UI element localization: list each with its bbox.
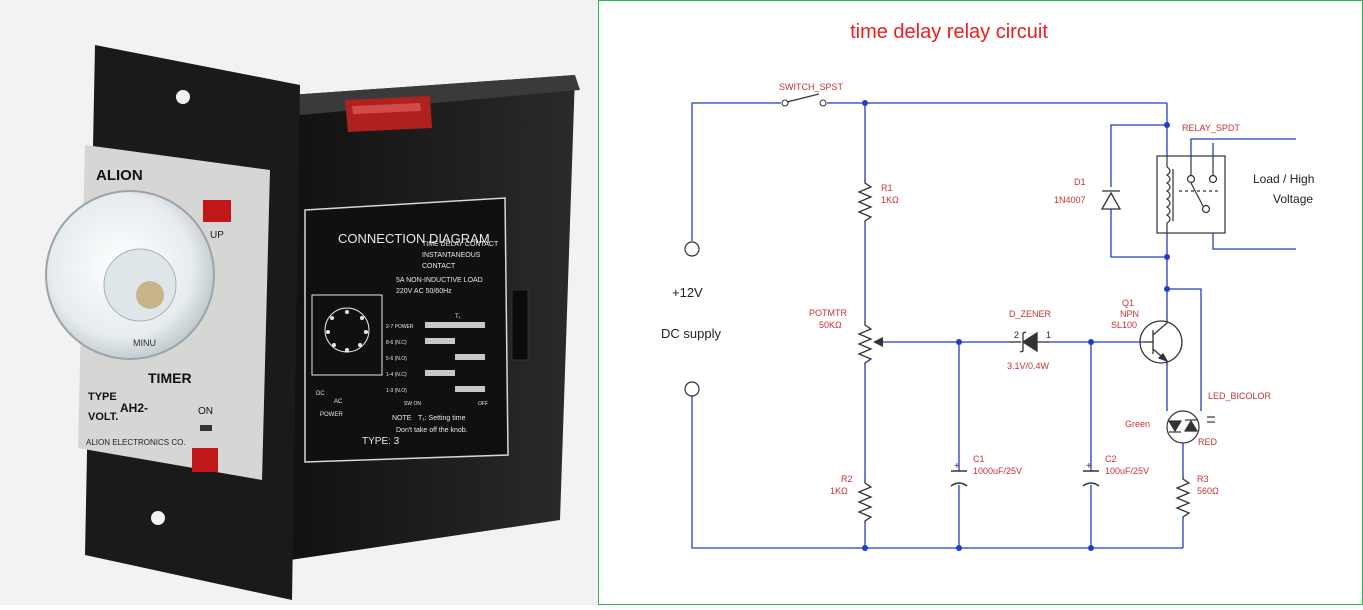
on-label: ON [198,406,213,417]
c2-name: C2 [1105,454,1117,464]
timing-row-label: 1-4 (N.C) [386,372,407,378]
circuit-diagram-panel: time delay relay circuit [598,0,1363,605]
r1-value: 1KΩ [881,195,899,205]
zener-pin-1: 1 [1046,330,1051,340]
zener-name: D_ZENER [1009,309,1052,319]
svg-text:+: + [954,461,960,472]
wires [691,102,1296,549]
brand-label: ALION [96,167,143,184]
legend-instant-2: CONTACT [422,263,456,270]
diode-d1 [1100,190,1122,210]
pot-wiper-arrow [873,337,883,347]
junction-dots [862,100,1170,551]
relay-label: RELAY_SPDT [1182,123,1240,133]
diagram-title: time delay relay circuit [850,21,1048,43]
switch-spst [781,93,827,107]
timing-row-label: 5-6 (N.O) [386,356,407,362]
load-label-line-2: Voltage [1273,192,1313,206]
power-label: POWER [320,412,343,418]
q1-part: SL100 [1111,320,1137,330]
potentiometer [857,321,873,365]
q1-type: NPN [1120,309,1139,319]
ac-label: AC [334,399,343,405]
rating-line-2: 220V AC 50/60Hz [396,288,452,295]
connection-diagram-title: CONNECTION DIAGRAM [338,231,490,246]
c1-name: C1 [973,454,985,464]
up-indicator [203,200,231,222]
type-code-label: TYPE: 3 [362,436,400,447]
zener-pin-2: 2 [1014,330,1019,340]
q1-name: Q1 [1122,298,1134,308]
timing-row-label: 2-7 POWER [386,324,414,330]
pot-name: POTMTR [809,308,847,318]
supply-positive-terminal [684,241,700,257]
dial-scale-label: MINU [133,338,156,348]
pot-value: 50KΩ [819,320,842,330]
volt-label: VOLT. [88,411,118,423]
sw-on-label: SW ON [404,401,421,407]
resistor-r1 [857,179,873,223]
svg-text:+: + [1086,461,1092,472]
timing-row-label: 8-6 (N.C) [386,340,407,346]
transistor-q1 [1139,319,1183,365]
load-label-line-1: Load / High [1253,172,1314,186]
lower-indicator [192,448,218,472]
timer-relay-photo: ALION UP MINU TIMER TYPE AH2- VOLT. ON A… [0,0,598,605]
timer-relay-illustration: ALION UP MINU TIMER TYPE AH2- VOLT. ON A… [45,45,580,600]
c2-value: 100uF/25V [1105,466,1149,476]
type-value: AH2- [120,401,148,415]
r1-name: R1 [881,183,893,193]
socket-drawing [311,294,383,376]
zener-value: 3.1V/0.4W [1007,361,1050,371]
led-green-label: Green [1125,419,1150,429]
timing-row-label: 1-3 (N.O) [386,388,407,394]
r3-value: 560Ω [1197,486,1219,496]
led-bicolor [1166,410,1215,444]
note-line-1: T₁: Setting time [418,415,466,422]
legend-instant-1: INSTANTANEOUS [422,252,481,259]
zener-diode [1009,331,1049,353]
legend-time-delay: TIME DELAY CONTACT [422,241,499,248]
r2-value: 1KΩ [830,486,848,496]
switch-label: SWITCH_SPST [779,82,844,92]
timing-chart [425,322,485,392]
supply-voltage-label: +12V [672,285,703,300]
led-label: LED_BICOLOR [1208,391,1272,401]
d1-part: 1N4007 [1054,195,1086,205]
type-label: TYPE [88,391,117,403]
supply-negative-terminal [684,381,700,397]
relay-spdt [1156,155,1226,234]
time-delay-relay-schematic: time delay relay circuit [661,21,1314,551]
capacitor-c1 [950,470,968,487]
resistor-r3 [1175,475,1191,519]
t1-label: T₁ [455,314,461,320]
supply-label: DC supply [661,326,721,341]
note-label: NOTE [392,415,412,422]
maker-label: ALION ELECTRONICS CO. [86,438,186,447]
resistor-r2 [857,479,873,523]
rating-line-1: 5A NON-INDUCTIVE LOAD [396,277,483,284]
d1-name: D1 [1074,177,1086,187]
dc-label: DC [316,391,325,397]
c1-value: 1000uF/25V [973,466,1022,476]
timer-label: TIMER [148,370,192,386]
connection-diagram-panel [304,197,509,463]
up-label: UP [210,230,224,241]
off-label: OFF [478,401,488,407]
note-line-2: Don't take off the knob. [396,427,468,434]
capacitor-c2 [1082,470,1100,487]
r2-name: R2 [841,474,853,484]
r3-name: R3 [1197,474,1209,484]
led-red-label: RED [1198,437,1218,447]
